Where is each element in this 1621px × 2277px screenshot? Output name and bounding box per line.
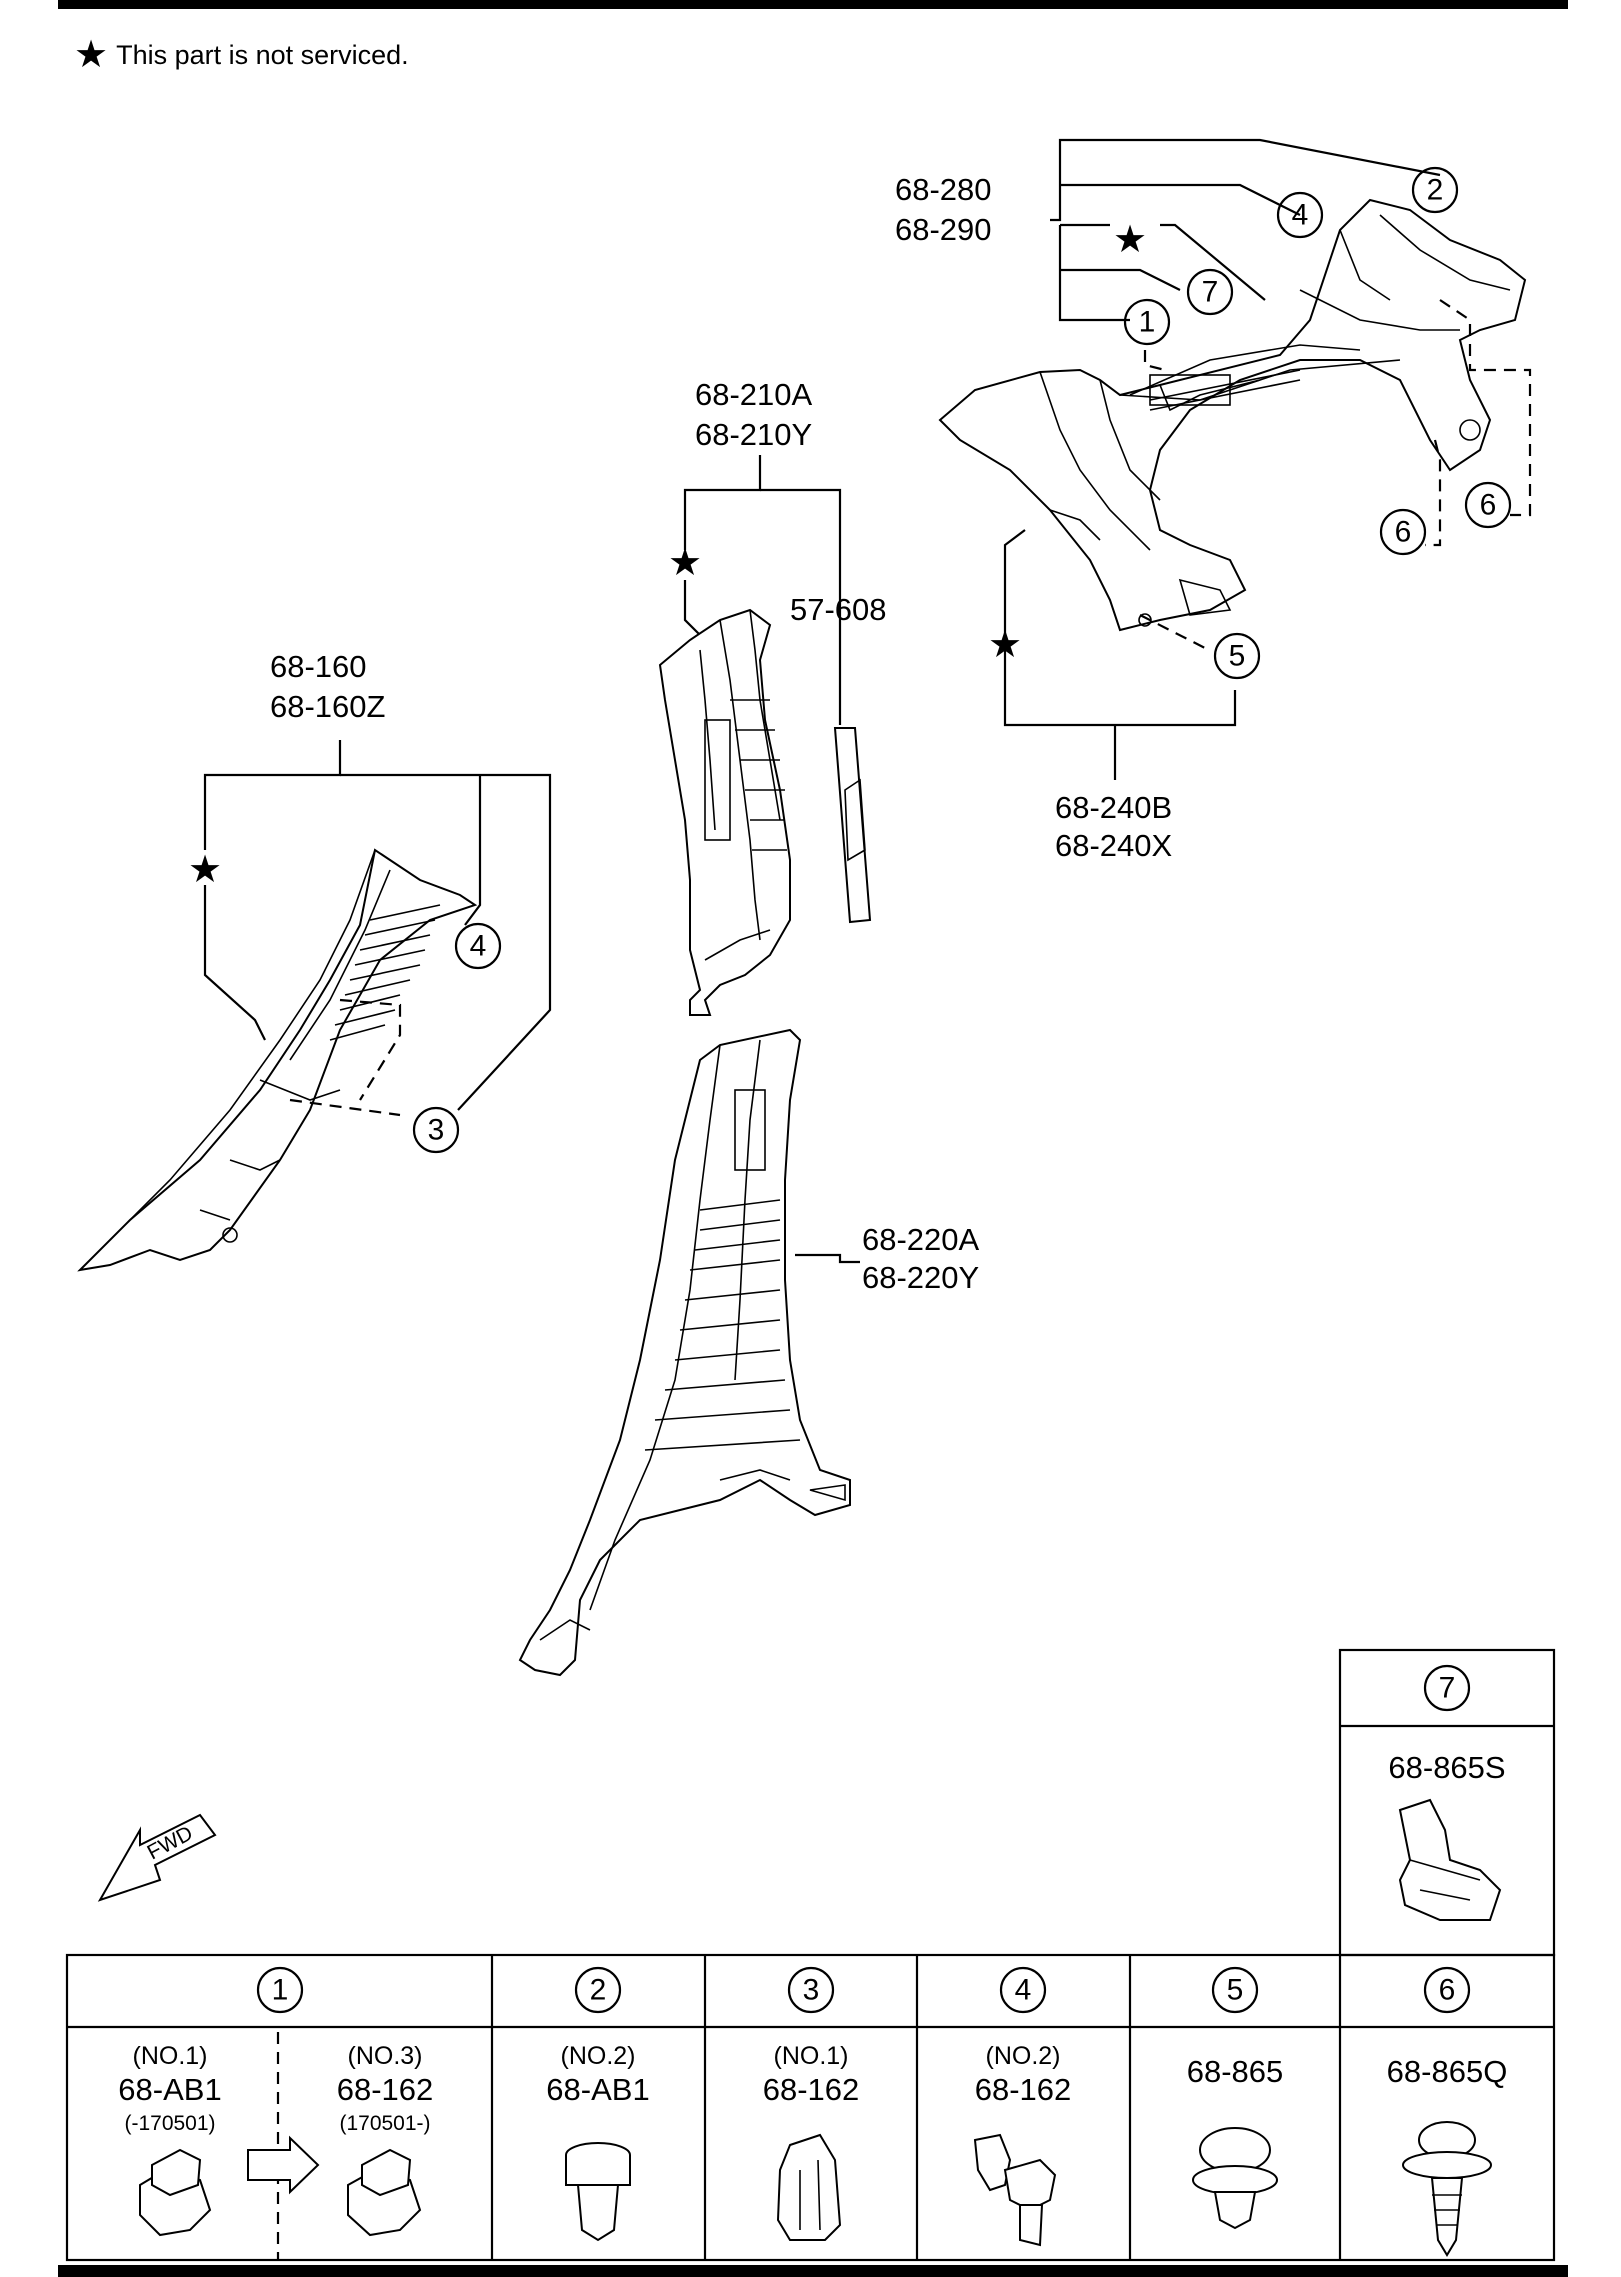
callout-5-text: 5 bbox=[1229, 640, 1246, 673]
box-7-part: 68-865S bbox=[1388, 1750, 1505, 1785]
label-68-220Y: 68-220Y bbox=[862, 1260, 979, 1295]
cell-no: (NO.2) bbox=[561, 2042, 636, 2070]
cell-no: (NO.3) bbox=[348, 2042, 423, 2070]
cell-range: (170501-) bbox=[339, 2112, 430, 2135]
push-pin-icon bbox=[565, 2142, 631, 2242]
label-68-210A: 68-210A bbox=[695, 377, 813, 412]
push-rivet-icon bbox=[1192, 2127, 1278, 2230]
cell-part: 68-162 bbox=[763, 2072, 860, 2107]
callout-4-text: 4 bbox=[470, 930, 487, 963]
header-text: 1 bbox=[272, 1974, 289, 2007]
callout-7-text: 7 bbox=[1202, 276, 1219, 309]
table-cell-6: 68-865Q bbox=[1387, 2054, 1508, 2257]
cell-part: 68-AB1 bbox=[546, 2072, 649, 2107]
cell-part: 68-AB1 bbox=[118, 2072, 221, 2107]
christmas-tree-clip-icon bbox=[1402, 2121, 1492, 2257]
table-header-5: 5 bbox=[1211, 1966, 1259, 2014]
label-68-220A: 68-220A bbox=[862, 1222, 980, 1257]
callout-3-text: 3 bbox=[428, 1114, 445, 1147]
callout-6-text: 6 bbox=[1395, 516, 1412, 549]
front-side-trim bbox=[77, 740, 552, 1272]
star-icon: ★ bbox=[74, 34, 109, 76]
table-cell-3: (NO.1) 68-162 bbox=[763, 2042, 860, 2241]
supersede-arrow-icon bbox=[247, 2135, 320, 2195]
fwd-arrow-icon: FWD bbox=[97, 1813, 217, 1902]
label-68-240X: 68-240X bbox=[1055, 828, 1173, 863]
callout-4-mid: 4 bbox=[454, 922, 502, 970]
table-header-4: 4 bbox=[999, 1966, 1047, 2014]
table-header-6: 6 bbox=[1423, 1966, 1471, 2014]
label-68-280: 68-280 bbox=[895, 172, 992, 207]
fastener-table: 1 2 3 4 5 6 (NO.1) 68-AB1 (-170501) (NO.… bbox=[65, 1953, 1556, 2262]
table-header-1: 1 bbox=[256, 1966, 304, 2014]
part-labels: 68-280 68-290 68-210A 68-210Y 57-608 68-… bbox=[270, 172, 1173, 1295]
cell-no: (NO.1) bbox=[774, 2042, 849, 2070]
b-pillar-trim bbox=[518, 1028, 860, 1677]
table-cell-1b: (NO.3) 68-162 (170501-) bbox=[337, 2042, 434, 2237]
notice-text: This part is not serviced. bbox=[116, 39, 409, 70]
callout-4-top: 4 bbox=[1276, 191, 1324, 239]
table-cell-4: (NO.2) 68-162 bbox=[973, 2042, 1072, 2247]
star-icon: ★ bbox=[988, 624, 1022, 666]
table-cell-1a: (NO.1) 68-AB1 (-170501) bbox=[118, 2042, 222, 2237]
box-7-number: 7 bbox=[1439, 1672, 1456, 1705]
callout-6-right: 6 bbox=[1464, 481, 1512, 529]
retainer-clip-icon bbox=[776, 2133, 842, 2241]
clip-68-865S-icon bbox=[1398, 1798, 1502, 1921]
label-68-160: 68-160 bbox=[270, 649, 367, 684]
callout-3-mid: 3 bbox=[412, 1106, 460, 1154]
tethered-clip-icon bbox=[973, 2133, 1057, 2247]
callout-1-top: 1 bbox=[1123, 298, 1171, 346]
clip-68-162-icon bbox=[347, 2148, 422, 2237]
callout-1-text: 1 bbox=[1139, 306, 1156, 339]
label-68-160Z: 68-160Z bbox=[270, 689, 385, 724]
label-68-290: 68-290 bbox=[895, 212, 992, 247]
cell-part: 68-865Q bbox=[1387, 2054, 1508, 2089]
header-text: 6 bbox=[1439, 1974, 1456, 2007]
callout-5-top: 5 bbox=[1213, 632, 1261, 680]
top-border bbox=[58, 0, 1568, 9]
clip-68-AB1-icon bbox=[139, 2148, 212, 2237]
label-57-608: 57-608 bbox=[790, 592, 887, 627]
cell-no: (NO.1) bbox=[133, 2042, 208, 2070]
cell-part: 68-162 bbox=[337, 2072, 434, 2107]
callout-7-top: 7 bbox=[1186, 268, 1234, 316]
box-7: 7 68-865S bbox=[1338, 1648, 1556, 1957]
callout-2-top: 2 bbox=[1411, 166, 1459, 214]
header-text: 4 bbox=[1015, 1974, 1032, 2007]
callout-2-text: 2 bbox=[1427, 174, 1444, 207]
cell-range: (-170501) bbox=[124, 2112, 215, 2135]
table-header-2: 2 bbox=[574, 1966, 622, 2014]
star-icon: ★ bbox=[1113, 219, 1147, 261]
header-text: 3 bbox=[803, 1974, 820, 2007]
star-icon: ★ bbox=[668, 542, 702, 584]
rear-pillar-trim-assembly bbox=[938, 138, 1532, 780]
table-header-3: 3 bbox=[787, 1966, 835, 2014]
cell-no: (NO.2) bbox=[986, 2042, 1061, 2070]
star-icon: ★ bbox=[188, 849, 222, 891]
callouts: 2 4 7 1 6 6 5 4 3 ★ ★ ★ ★ bbox=[188, 166, 1512, 1154]
table-cell-2: (NO.2) 68-AB1 bbox=[546, 2042, 650, 2242]
cell-part: 68-162 bbox=[975, 2072, 1072, 2107]
callout-4-text: 4 bbox=[1292, 199, 1309, 232]
bottom-border bbox=[58, 2265, 1568, 2277]
label-68-210Y: 68-210Y bbox=[695, 417, 812, 452]
cell-part: 68-865 bbox=[1187, 2054, 1284, 2089]
callout-6-left: 6 bbox=[1379, 508, 1427, 556]
header-text: 2 bbox=[590, 1974, 607, 2007]
notice: ★ This part is not serviced. bbox=[74, 36, 409, 74]
callout-6-text: 6 bbox=[1480, 489, 1497, 522]
table-cell-5: 68-865 bbox=[1187, 2054, 1284, 2230]
header-text: 5 bbox=[1227, 1974, 1244, 2007]
label-68-240B: 68-240B bbox=[1055, 790, 1172, 825]
a-pillar-trim-upper bbox=[658, 455, 872, 1016]
